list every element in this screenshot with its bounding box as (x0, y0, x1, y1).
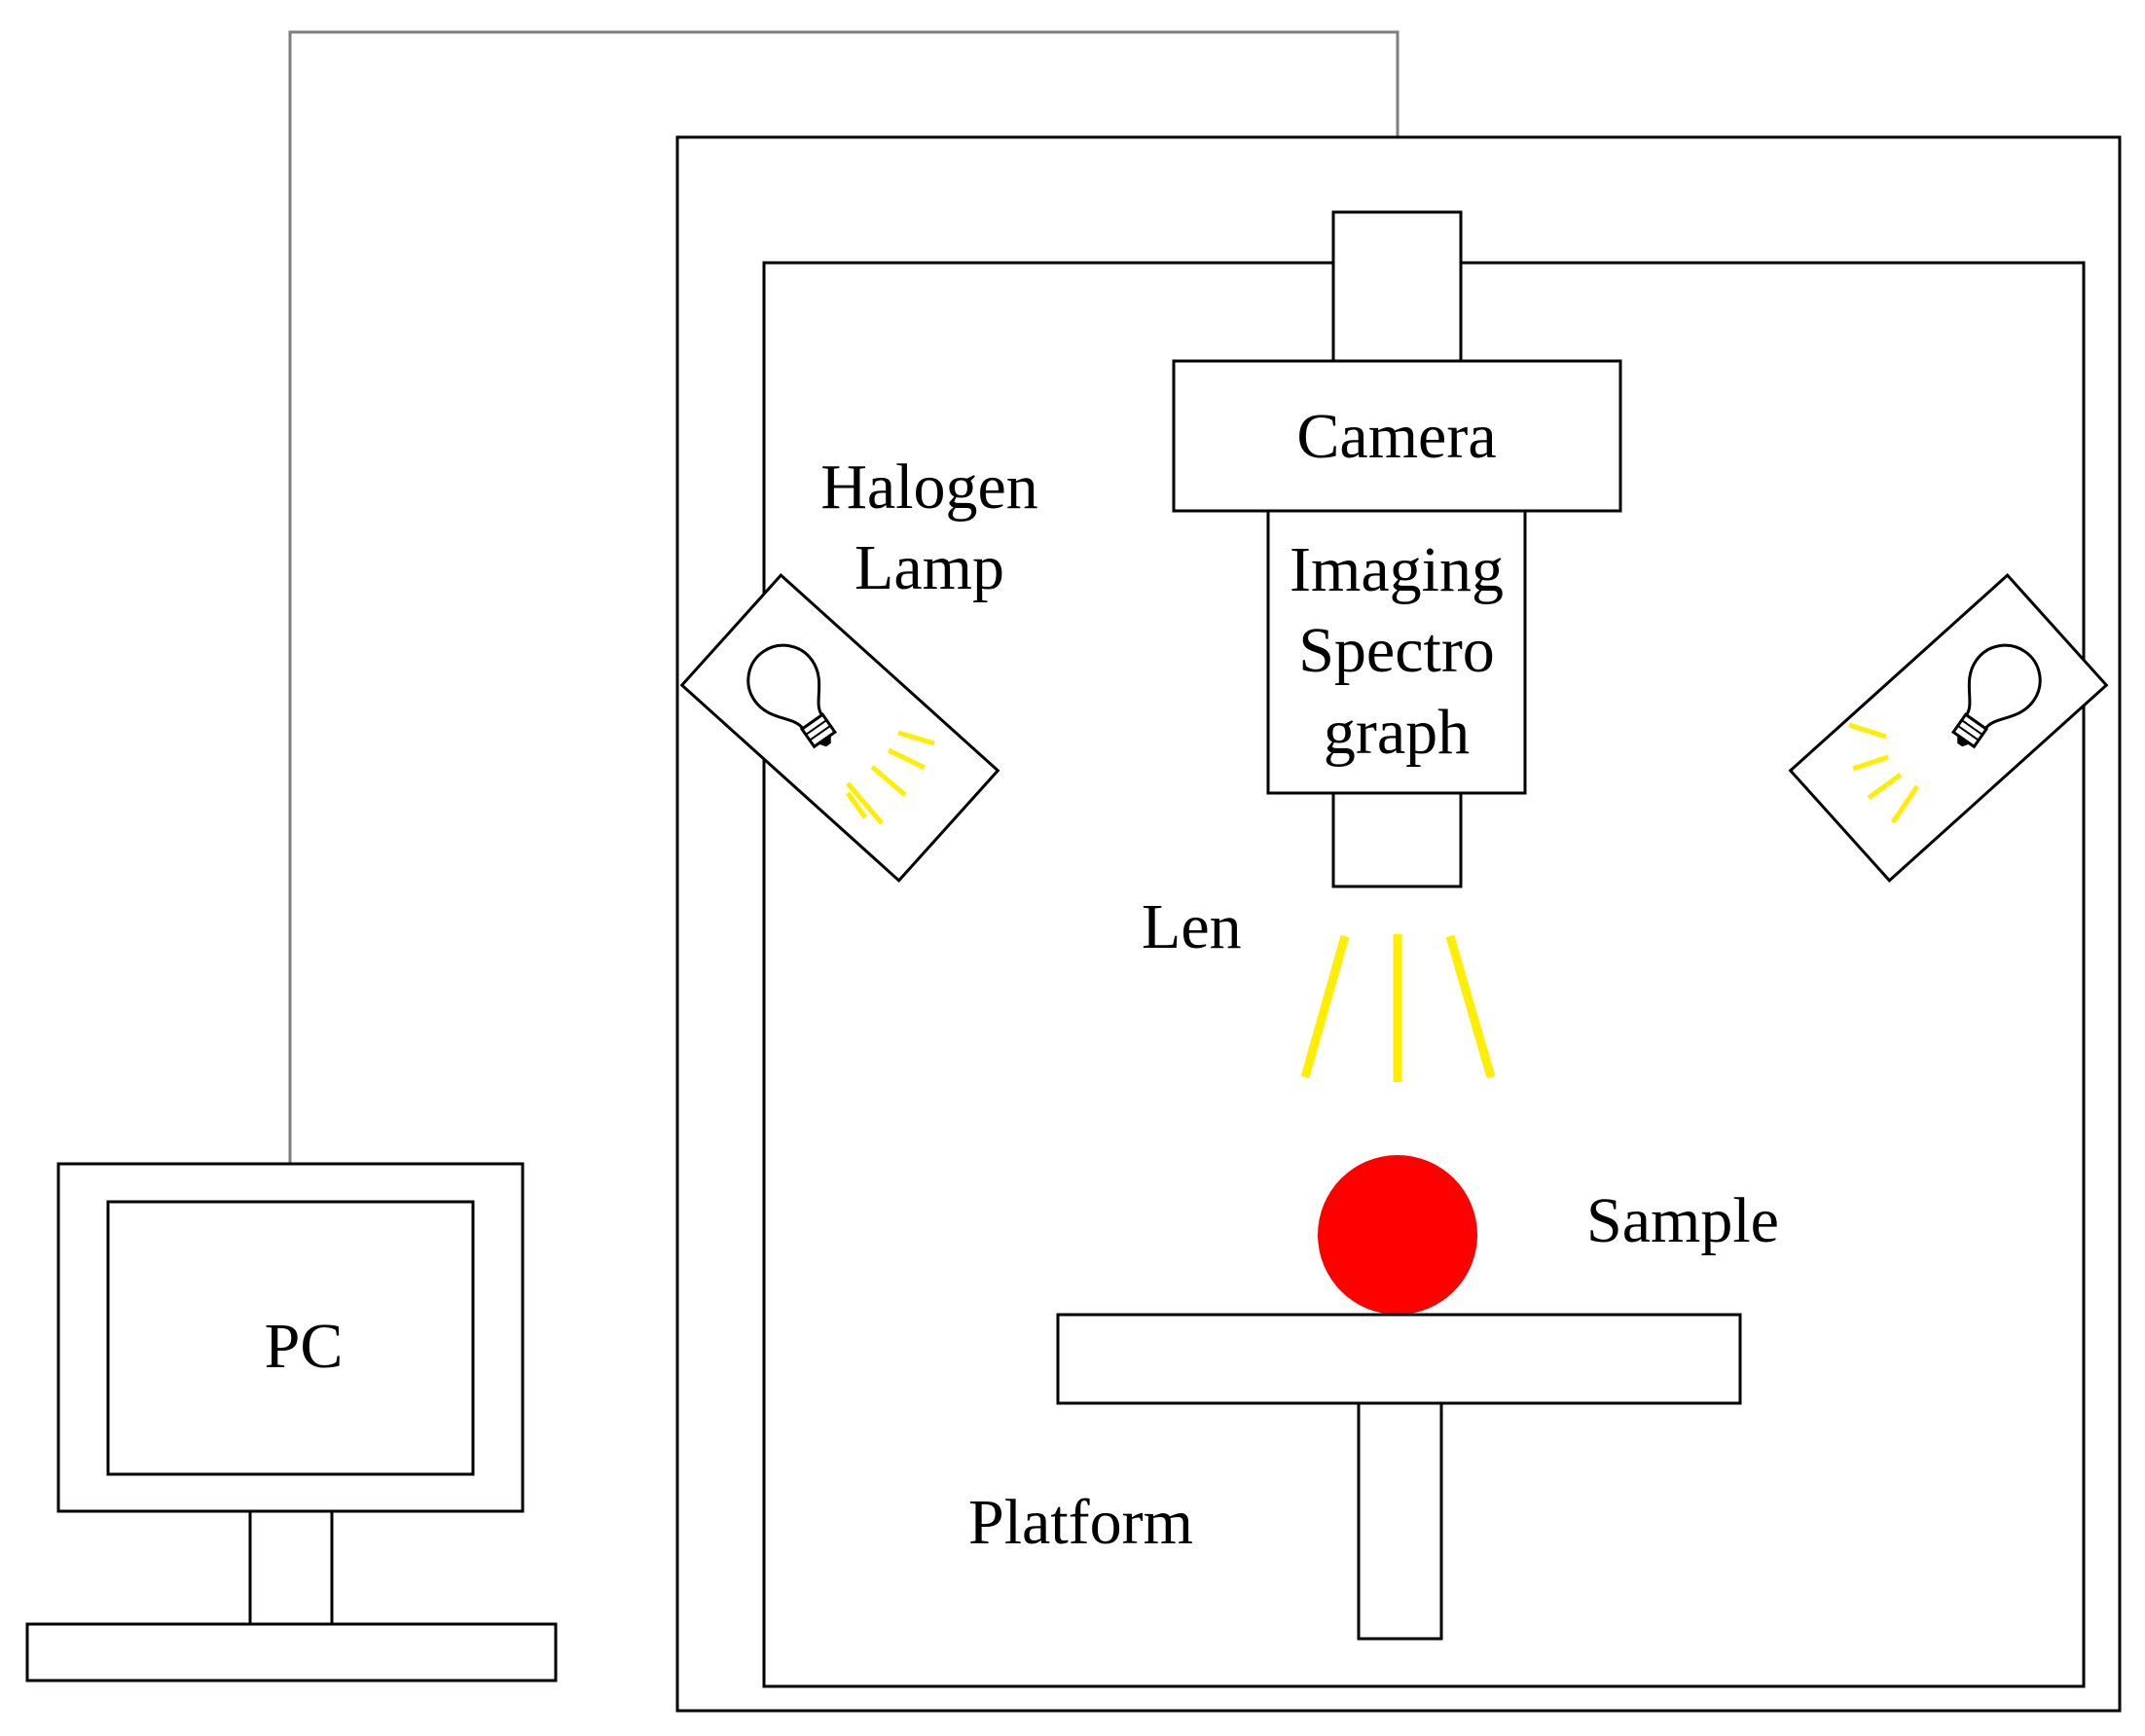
pc-connection-cable (288, 30, 1400, 1164)
light-bulb-icon (746, 643, 838, 749)
halogen-lamp-label-line1: Halogen (820, 452, 1038, 523)
pc-monitor-base (25, 1622, 558, 1682)
light-ray (887, 747, 927, 771)
light-ray (1852, 754, 1889, 772)
imaging-spectrograph-label-line1: Imaging (1290, 534, 1504, 605)
light-bulb-icon (1950, 643, 2042, 749)
imaging-spectrograph-label-line3: graph (1324, 697, 1470, 768)
pc-label: PC (265, 1311, 344, 1382)
right-lamp-light-rays (1848, 722, 1920, 824)
right-halogen-lamp (1788, 573, 2109, 883)
light-ray (845, 791, 868, 819)
platform-label: Platform (968, 1487, 1193, 1558)
light-ray (1300, 934, 1350, 1079)
lens-light-rays (1300, 934, 1496, 1082)
left-lamp-light-rays (845, 730, 935, 825)
camera-label: Camera (1296, 401, 1496, 472)
light-ray (1445, 934, 1496, 1079)
camera-top-block (1331, 210, 1463, 363)
light-ray (1867, 772, 1903, 801)
light-ray (870, 765, 907, 797)
platform-stand (1357, 1401, 1443, 1641)
sample-sphere (1318, 1155, 1477, 1315)
lens-box (1331, 791, 1463, 888)
pc-monitor-neck (248, 1509, 334, 1626)
pc-screen (106, 1200, 475, 1476)
light-ray (1848, 722, 1887, 740)
imaging-spectrograph-box (1266, 509, 1527, 795)
lens-label: Len (1142, 891, 1242, 962)
platform-top (1056, 1313, 1742, 1405)
light-ray (846, 781, 884, 825)
light-ray (1890, 784, 1920, 824)
sample-label: Sample (1586, 1185, 1779, 1256)
imaging-spectrograph-label-line2: Spectro (1298, 615, 1495, 686)
light-ray (897, 730, 935, 746)
left-halogen-lamp (679, 573, 1000, 883)
halogen-lamp-label-line2: Lamp (854, 532, 1004, 603)
